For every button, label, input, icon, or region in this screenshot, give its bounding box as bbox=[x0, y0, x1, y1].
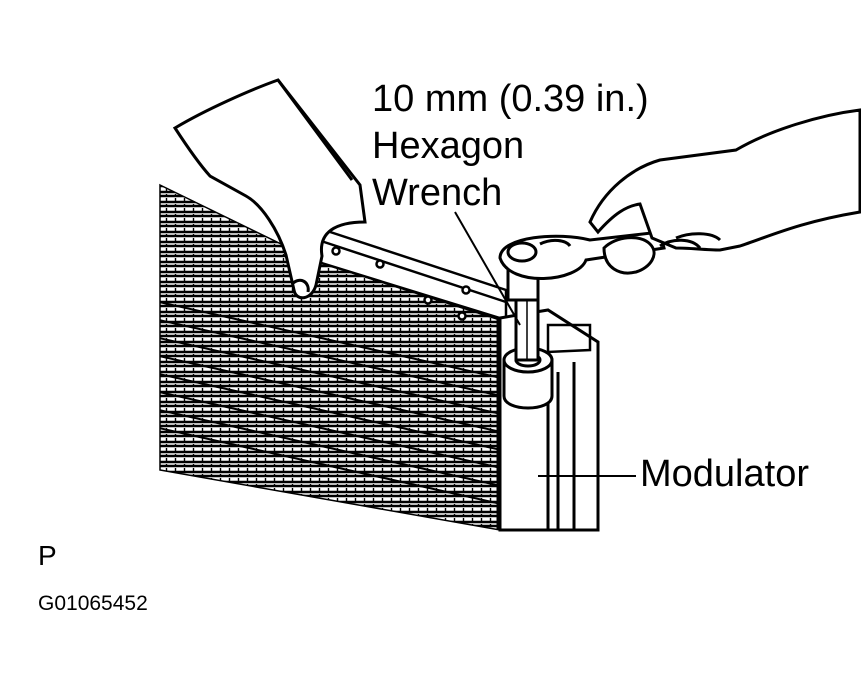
tool-name-text: Wrench bbox=[372, 172, 503, 214]
modulator-label: Modulator bbox=[640, 453, 809, 495]
right-hand bbox=[588, 108, 861, 275]
view-code-label: P bbox=[38, 540, 57, 571]
tool-size-text: 10 mm (0.39 in.) bbox=[372, 78, 649, 120]
modulator-tube bbox=[496, 308, 600, 532]
figure-id-label: G01065452 bbox=[38, 592, 148, 615]
hexagon-wrench-label: 10 mm (0.39 in.) Hexagon Wrench bbox=[372, 76, 649, 217]
left-hand bbox=[172, 78, 367, 300]
tool-type-text: Hexagon bbox=[372, 125, 525, 167]
leader-lines bbox=[454, 211, 636, 477]
